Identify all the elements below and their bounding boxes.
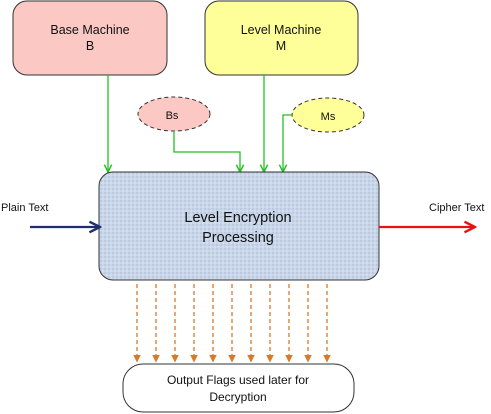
base-machine-title: Base Machine [50, 23, 129, 37]
cipher-text-label: Cipher Text [429, 202, 484, 214]
ms-connector [283, 114, 292, 172]
level-machine-symbol: M [276, 39, 286, 53]
plain-text-input: Plain Text [1, 202, 100, 227]
plain-text-label: Plain Text [1, 202, 49, 214]
processing-node: Level Encryption Processing [98, 171, 380, 281]
ms-label: Ms [321, 111, 336, 123]
base-machine-box [12, 0, 168, 76]
input-connectors [108, 75, 292, 172]
base-machine-node: Base Machine B [12, 0, 168, 76]
output-flags-node: Output Flags used later for Decryption [122, 363, 355, 413]
bs-node: Bs [137, 96, 211, 132]
ms-node: Ms [291, 97, 365, 133]
base-machine-symbol: B [86, 39, 94, 53]
output-flags-line2: Decryption [209, 390, 266, 404]
flag-arrows [133, 284, 331, 363]
processing-title-line2: Processing [202, 230, 274, 246]
bs-connector [173, 131, 240, 172]
cipher-text-output: Cipher Text [379, 202, 484, 227]
output-flags-line1: Output Flags used later for [167, 373, 309, 387]
level-machine-node: Level Machine M [204, 0, 359, 76]
processing-title-line1: Level Encryption [184, 210, 291, 226]
level-machine-title: Level Machine [241, 23, 322, 37]
level-machine-box [204, 0, 359, 76]
bs-label: Bs [166, 110, 179, 122]
output-flags-box [122, 363, 355, 413]
processing-box [98, 171, 380, 281]
